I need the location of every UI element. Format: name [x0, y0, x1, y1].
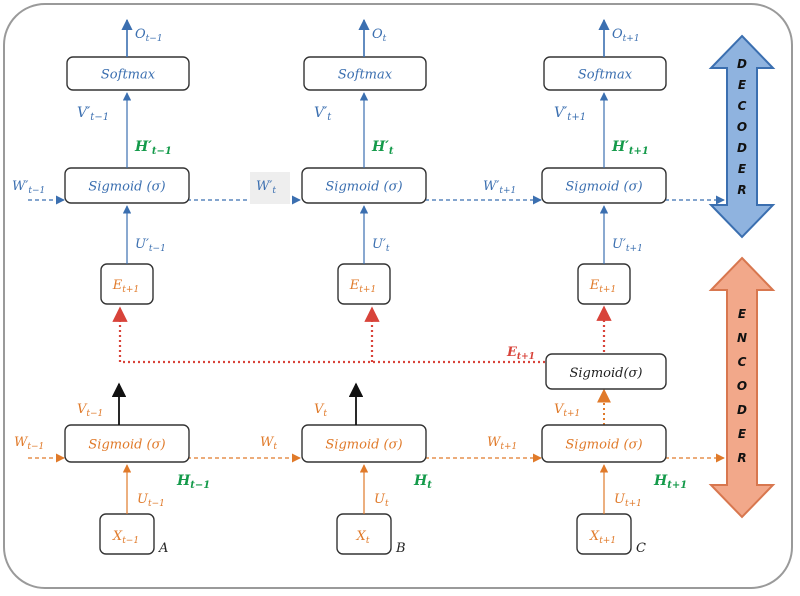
x-box-label: Xt — [356, 529, 370, 546]
softmax-box-label: Softmax — [338, 68, 393, 83]
decoder-v-label: V′t — [314, 105, 332, 123]
encoder-h-label: Ht — [413, 473, 432, 491]
banner-letter: C — [738, 355, 747, 369]
banner-letter: E — [738, 427, 747, 441]
encoder-u-label: Ut+1 — [614, 492, 642, 509]
decoder-w-label: W′t+1 — [483, 179, 516, 196]
decoder-sigmoid-box-label: Sigmoid (σ) — [565, 180, 642, 195]
e-box-label: Et+1 — [349, 278, 376, 295]
decoder-h-label: H′t+1 — [611, 139, 649, 157]
x-box — [576, 513, 632, 555]
banner-letter: E — [738, 307, 747, 321]
encoder-context-sigmoid-label: Sigmoid(σ) — [569, 366, 642, 381]
encoder-sigmoid-box — [64, 424, 190, 463]
context-arrows — [112, 305, 612, 364]
encoder-u-label: Ut−1 — [137, 492, 165, 509]
encoder-v-label: Vt−1 — [77, 402, 103, 419]
x-box-label: Xt−1 — [112, 529, 139, 546]
decoder-v-label: V′t−1 — [77, 105, 109, 123]
decoder-h-label: H′t — [371, 139, 394, 157]
w-label-highlight — [250, 172, 290, 204]
encoder-h-label: Ht+1 — [653, 473, 687, 491]
decoder-u-label: U′t+1 — [612, 237, 643, 254]
encoder-sigmoid-box — [541, 424, 667, 463]
encoder-sigmoid-box-label: Sigmoid (σ) — [325, 438, 402, 453]
banner-letter: D — [737, 141, 747, 155]
decoder-double-arrow — [708, 34, 776, 239]
encoder-v-label: Vt — [314, 402, 327, 419]
banner-letter: R — [737, 451, 746, 465]
softmax-box-label: Softmax — [578, 68, 633, 83]
encoder-sigmoid-box-label: Sigmoid (σ) — [88, 438, 165, 453]
decoder-u-label: U′t — [372, 237, 390, 254]
softmax-box — [66, 56, 190, 91]
e-box — [337, 263, 391, 305]
decoder-u-label: U′t−1 — [135, 237, 166, 254]
banner-letter: C — [738, 99, 747, 113]
encoder-v-label: Vt+1 — [554, 402, 580, 419]
banner-letter: D — [737, 403, 747, 417]
banner-letter: O — [737, 379, 747, 393]
banner-letter: O — [737, 120, 747, 134]
e-box-label: Et+1 — [589, 278, 616, 295]
banner-letter: R — [737, 183, 746, 197]
softmax-box-label: Softmax — [101, 68, 156, 83]
softmax-box — [543, 56, 667, 91]
decoder-w-label: W′t−1 — [12, 179, 45, 196]
decoder-w-label: W′t — [256, 179, 276, 196]
column-letter: C — [636, 541, 646, 556]
encoder-w-label: Wt — [260, 435, 277, 452]
decoder-sigmoid-box-label: Sigmoid (σ) — [88, 180, 165, 195]
e-box — [100, 263, 154, 305]
encoder-context-sigmoid-box — [545, 353, 667, 390]
diagram-frame — [3, 3, 793, 589]
encoder-w-label: Wt−1 — [14, 435, 44, 452]
banner-letter: D — [737, 57, 747, 71]
banner-letter: E — [738, 162, 747, 176]
decoder-sigmoid-box-label: Sigmoid (σ) — [325, 180, 402, 195]
decoder-h-label: H′t−1 — [134, 139, 172, 157]
encoder-sigmoid-box — [301, 424, 427, 463]
column-letter: A — [158, 541, 168, 556]
encoder-double-arrow — [708, 256, 776, 519]
encoder-sigmoid-box-label: Sigmoid (σ) — [565, 438, 642, 453]
banner-letter: E — [738, 78, 747, 92]
banner-letter: N — [737, 331, 747, 345]
encoder-u-label: Ut — [374, 492, 389, 509]
x-box — [99, 513, 155, 555]
output-label: Ot+1 — [612, 27, 640, 44]
output-label: Ot — [372, 27, 387, 44]
output-label: Ot−1 — [135, 27, 163, 44]
context-e-label: Et+1 — [506, 345, 535, 362]
softmax-box — [303, 56, 427, 91]
e-box-label: Et+1 — [112, 278, 139, 295]
encoder-h-label: Ht−1 — [176, 473, 210, 491]
encoder-w-label: Wt+1 — [487, 435, 517, 452]
decoder-v-label: V′t+1 — [554, 105, 586, 123]
e-box — [577, 263, 631, 305]
column-letter: B — [395, 541, 406, 556]
x-box-label: Xt+1 — [589, 529, 616, 546]
